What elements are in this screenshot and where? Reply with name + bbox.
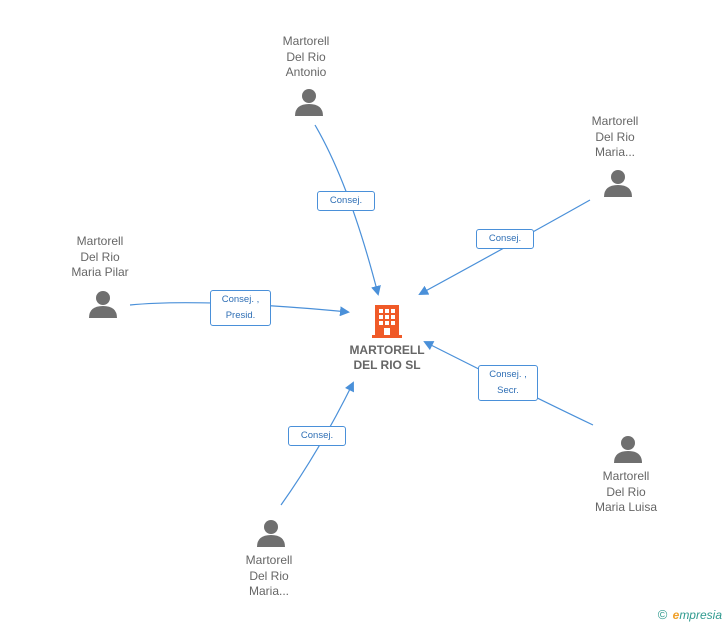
person-icon (604, 170, 632, 197)
brand-logo-initial: e (672, 608, 680, 622)
edge-label-maria-luisa: Consej. , Secr. (478, 365, 538, 401)
edge-label-maria-pilar: Consej. , Presid. (210, 290, 271, 326)
person-name-maria-top-right[interactable]: Martorell Del Rio Maria... (591, 114, 639, 159)
copyright-icon: © (657, 607, 668, 622)
edge-label-antonio: Consej. (317, 191, 375, 211)
person-name-maria-luisa[interactable]: Martorell Del Rio Maria Luisa (594, 469, 658, 514)
edge-label-maria-bottom: Consej. (288, 426, 346, 446)
person-icon (614, 436, 642, 463)
person-icon (89, 291, 117, 318)
person-name-maria-bottom[interactable]: Martorell Del Rio Maria... (245, 553, 293, 598)
brand-logo-text: mpresia (679, 608, 722, 622)
person-name-antonio[interactable]: Martorell Del Rio Antonio (282, 34, 330, 79)
building-icon (372, 305, 402, 338)
person-name-maria-pilar[interactable]: Martorell Del Rio Maria Pilar (71, 234, 129, 279)
edge-line-maria-bottom (280, 381, 354, 506)
edge-label-maria-top-right: Consej. (476, 229, 534, 249)
person-icon (257, 520, 285, 547)
company-name[interactable]: MARTORELL DEL RIO SL (349, 343, 425, 372)
person-icon (295, 89, 323, 116)
brand-footer: © empresia (658, 607, 722, 622)
